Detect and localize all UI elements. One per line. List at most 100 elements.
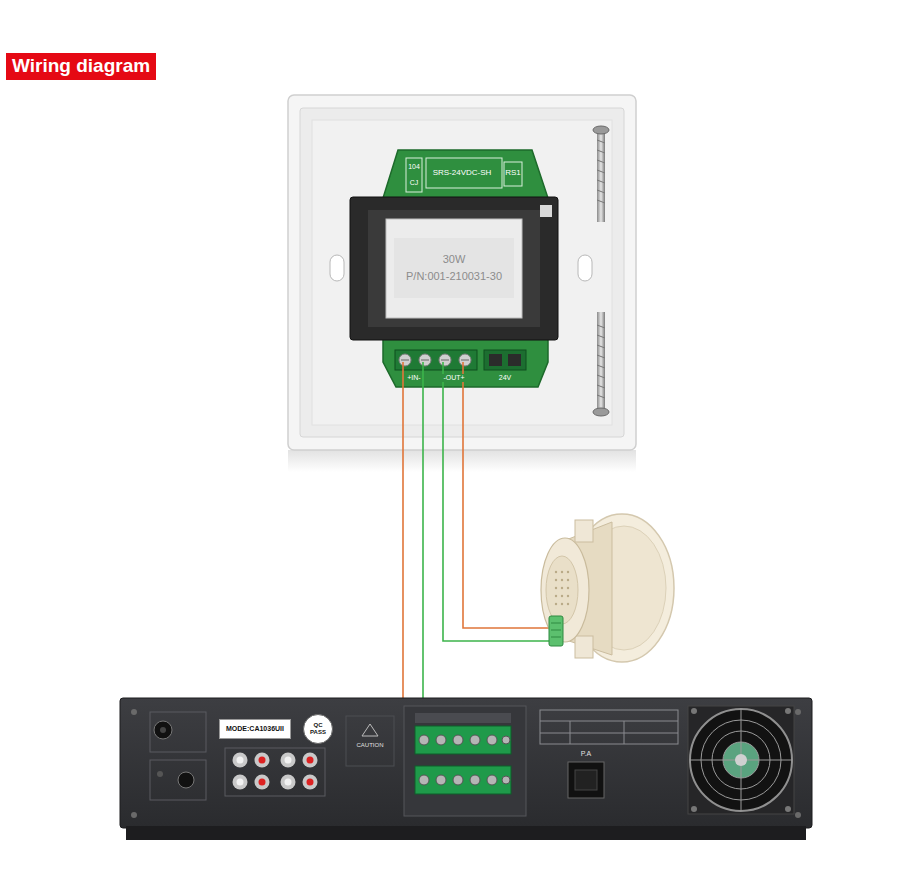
circuit-board-part	[504, 162, 522, 186]
amplifier-part	[154, 721, 172, 739]
amplifier-part	[795, 709, 801, 715]
ceiling-speaker-part	[561, 571, 563, 573]
terminal-block-part	[395, 350, 477, 370]
mounting-screw-part	[593, 408, 609, 416]
mounting-screw-part	[597, 150, 605, 153]
ceiling-speaker-part	[555, 579, 557, 581]
amplifier-part	[346, 716, 394, 766]
amplifier-part	[237, 757, 244, 764]
ceiling-speaker-part	[555, 603, 557, 605]
wall-plate-part	[300, 108, 624, 437]
ceiling-speaker-part	[567, 587, 569, 589]
amplifier-part	[688, 706, 794, 814]
mounting-screw-part	[597, 355, 605, 358]
terminal-label: +IN-	[406, 374, 421, 382]
socket-label: P.A	[581, 750, 591, 758]
wire-part	[422, 362, 424, 740]
terminal-block-part	[489, 354, 502, 366]
amplifier-part	[415, 766, 511, 794]
amplifier-part	[233, 775, 248, 790]
warning-label: CAUTION	[357, 742, 384, 749]
amplifier-part	[502, 776, 510, 784]
amplifier-part	[255, 753, 270, 768]
amplifier-part	[415, 713, 511, 723]
amplifier-part	[575, 770, 597, 790]
amplifier-part	[303, 753, 318, 768]
ceiling-speaker-part	[575, 520, 593, 542]
amplifier-part	[436, 775, 446, 785]
mounting-screw-part	[597, 385, 605, 388]
circuit-board-part	[406, 158, 422, 192]
ceiling-speaker-part	[575, 636, 593, 658]
ceiling-speaker-part	[561, 579, 563, 581]
mounting-screw-part	[597, 130, 605, 222]
mounting-screw-part	[597, 180, 605, 183]
capacitor-value: 104	[408, 163, 420, 171]
terminal-block	[395, 350, 526, 370]
amplifier-part	[795, 812, 801, 818]
transformer-part	[350, 197, 558, 340]
ceiling-speaker-part	[551, 630, 561, 631]
amplifier-part	[160, 727, 166, 733]
amplifier-part	[785, 806, 791, 812]
wall-plate-part	[330, 255, 344, 281]
ceiling-speaker-part	[546, 556, 578, 624]
terminal-block-part	[508, 354, 521, 366]
mounting-screw	[593, 126, 609, 416]
ceiling-speaker-part	[567, 595, 569, 597]
mounting-screw-part	[597, 325, 605, 328]
transformer-label-text: 30W	[443, 253, 466, 266]
model-sticker-text: MODE:CA1036UII	[226, 725, 284, 733]
relay-part-number: SRS-24VDC-SH	[433, 169, 492, 178]
terminal-block-part	[459, 354, 471, 366]
amplifier-part	[303, 775, 318, 790]
ceiling-speaker-part	[555, 571, 557, 573]
amplifier-part	[691, 806, 697, 812]
ceiling-speaker-part	[555, 595, 557, 597]
amplifier-part	[487, 775, 497, 785]
terminal-block-part	[439, 354, 451, 366]
amplifier-part	[436, 735, 446, 745]
amplifier-part	[453, 775, 463, 785]
ceiling-speaker	[541, 514, 674, 662]
amplifier-part	[259, 757, 266, 764]
terminal-block-part	[419, 354, 431, 366]
amplifier-part	[419, 735, 429, 745]
mounting-screw-part	[597, 160, 605, 163]
transformer	[350, 197, 558, 340]
ceiling-speaker-part	[561, 587, 563, 589]
wall-plate-part	[578, 255, 592, 281]
transformer-part	[368, 210, 540, 327]
amplifier-part	[470, 735, 480, 745]
mounting-screw-part	[597, 345, 605, 348]
amplifier-part	[362, 724, 378, 736]
mounting-screw-part	[597, 335, 605, 338]
amplifier-part	[259, 779, 266, 786]
mounting-screw-part	[597, 170, 605, 173]
amplifier-part	[624, 721, 625, 744]
amplifier-part	[157, 771, 163, 777]
amplifier-part	[150, 760, 206, 800]
amplifier-part	[691, 708, 697, 714]
terminal-block-part	[421, 360, 429, 361]
ceiling-speaker-part	[551, 637, 561, 638]
terminal-label: -OUT+	[442, 374, 465, 382]
transformer-label: 30WP/N:001-210031-30	[394, 238, 514, 298]
ceiling-speaker-part	[567, 571, 569, 573]
wall-plate	[288, 95, 636, 472]
ceiling-speaker-part	[561, 595, 563, 597]
terminal-block-part	[441, 360, 449, 361]
ceiling-speaker-part	[567, 579, 569, 581]
wall-plate-part	[288, 95, 636, 450]
terminal-block-part	[461, 360, 469, 361]
transformer-part	[386, 219, 522, 318]
amplifier-part	[225, 748, 325, 796]
ceiling-speaker-part	[549, 616, 563, 646]
amplifier-part	[285, 757, 292, 764]
qc-pass-badge-text: QC PASS	[308, 722, 328, 736]
amplifier-part	[415, 726, 511, 754]
amplifier-part	[126, 826, 806, 840]
amplifier-part	[307, 779, 314, 786]
